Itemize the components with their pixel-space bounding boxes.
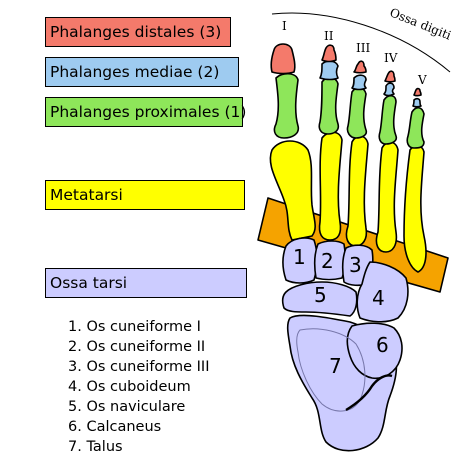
list-item: 1. Os cuneiforme I: [68, 319, 201, 335]
list-item: 4. Os cuboideum: [68, 379, 191, 395]
distal-phalanx-4: [384, 70, 396, 83]
legend-distal-phalanges: Phalanges distales (3): [45, 17, 231, 47]
digit-numeral-3: III: [356, 41, 370, 55]
legend-metatarsal-label: Metatarsi: [50, 186, 123, 204]
talus-outline: [296, 328, 366, 412]
proximal-phalanx-2: [318, 76, 340, 135]
proximal-phalanx-3: [346, 86, 368, 139]
legend-tarsal-label: Ossa tarsi: [50, 274, 128, 292]
digit-numeral-1: I: [282, 19, 287, 33]
distal-phalanx-3: [353, 60, 367, 74]
digit-arc: [271, 12, 451, 73]
medial-phalanx-4: [383, 82, 395, 97]
distal-phalanx-1: [270, 43, 296, 75]
bone-number-4: 4: [372, 286, 385, 310]
cuneiform-2: [313, 240, 347, 281]
distal-phalanx-5: [413, 87, 422, 97]
metatarsal-1: [269, 140, 316, 241]
bone-number-2: 2: [321, 249, 334, 273]
bone-number-5: 5: [314, 283, 327, 307]
proximal-phalanx-1: [273, 72, 300, 139]
bone-name-list: 1. Os cuneiforme I 2. Os cuneiforme II 3…: [68, 317, 210, 457]
talus-calcaneus-joint: [345, 374, 393, 412]
legend-distal-label: Phalanges distales (3): [50, 23, 222, 41]
cuneiform-1: [282, 237, 318, 284]
list-item: 3. Os cuneiforme III: [68, 359, 210, 375]
calcaneus: [346, 322, 403, 380]
metatarsal-3: [345, 135, 369, 247]
bone-number-6: 6: [376, 333, 389, 357]
bone-number-3: 3: [349, 253, 362, 277]
list-item: 5. Os naviculare: [68, 399, 186, 415]
digit-numeral-4: IV: [384, 51, 398, 65]
legend-metatarsals: Metatarsi: [45, 180, 245, 210]
bone-number-7: 7: [329, 354, 342, 378]
metatarsal-5: [403, 144, 427, 273]
navicular: [281, 281, 358, 317]
digit-numeral-2: II: [324, 29, 334, 43]
digit-numeral-5: V: [417, 73, 427, 87]
distal-phalanx-2: [321, 44, 337, 63]
medial-phalanx-5: [412, 97, 422, 108]
legend-medial-phalanges: Phalanges mediae (2): [45, 57, 239, 87]
metatarsal-2: [318, 131, 343, 241]
cuboid: [356, 261, 409, 323]
medial-phalanx-3: [351, 74, 367, 91]
legend-proximal-label: Phalanges proximales (1): [50, 103, 247, 121]
metatarsal-4: [375, 141, 399, 253]
list-item: 7. Talus: [68, 439, 123, 455]
list-item: 2. Os cuneiforme II: [68, 339, 206, 355]
proximal-phalanx-5: [406, 106, 425, 149]
legend-tarsals: Ossa tarsi: [45, 268, 247, 298]
digit-title: Ossa digiti: [388, 5, 453, 42]
legend-medial-label: Phalanges mediae (2): [50, 63, 220, 81]
medial-phalanx-2: [319, 60, 339, 81]
list-item: 6. Calcaneus: [68, 419, 162, 435]
legend-proximal-phalanges: Phalanges proximales (1): [45, 97, 247, 127]
bone-number-1: 1: [293, 245, 306, 269]
proximal-phalanx-4: [378, 94, 398, 145]
